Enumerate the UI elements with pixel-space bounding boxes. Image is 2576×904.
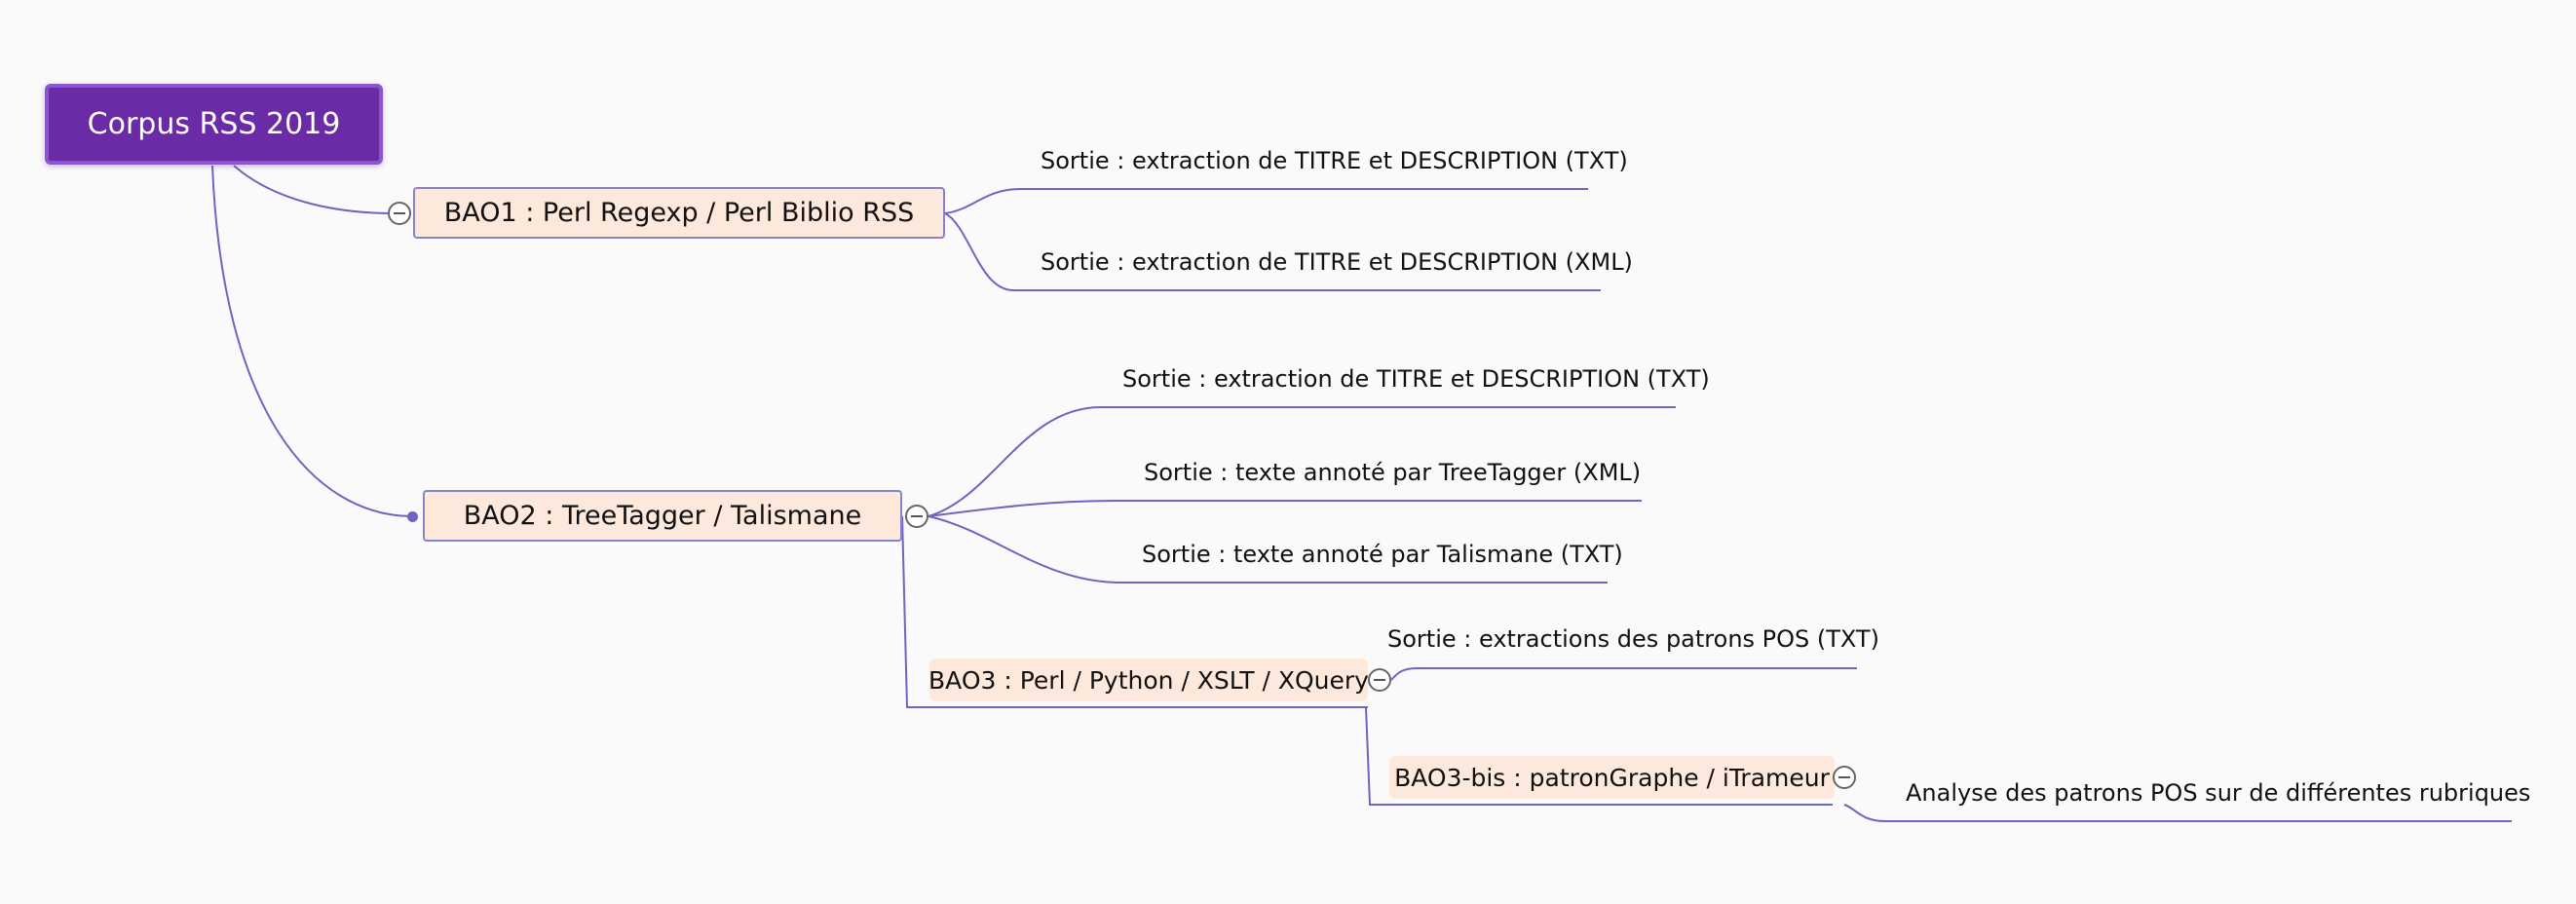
node-bao1-label: BAO1 : Perl Regexp / Perl Biblio RSS bbox=[443, 198, 915, 228]
leaf-bao3bis-analyse[interactable]: Analyse des patrons POS sur de différent… bbox=[1906, 779, 2531, 807]
connector-bao2-leaf2 bbox=[928, 500, 1642, 517]
leaf-bao1-output-xml[interactable]: Sortie : extraction de TITRE et DESCRIPT… bbox=[1041, 248, 1633, 276]
collapse-bao1-icon[interactable] bbox=[388, 202, 411, 225]
collapse-bao3bis-icon[interactable] bbox=[1833, 766, 1856, 789]
connector-dot bbox=[407, 511, 418, 522]
node-bao2-label: BAO2 : TreeTagger / Talismane bbox=[463, 501, 862, 531]
connector-bao3bis-leaf1 bbox=[1843, 804, 2512, 822]
leaf-bao1-output-txt[interactable]: Sortie : extraction de TITRE et DESCRIPT… bbox=[1041, 147, 1628, 174]
node-bao3bis-label: BAO3-bis : patronGraphe / iTrameur bbox=[1394, 763, 1830, 792]
node-bao3-label: BAO3 : Perl / Python / XSLT / XQuery bbox=[928, 665, 1369, 695]
node-bao3[interactable]: BAO3 : Perl / Python / XSLT / XQuery bbox=[928, 659, 1369, 701]
connector-bao2-leaf3 bbox=[928, 515, 1608, 584]
connector-bao3-bao3bis bbox=[1365, 706, 1833, 806]
root-node-label: Corpus RSS 2019 bbox=[87, 107, 341, 141]
node-bao1[interactable]: BAO1 : Perl Regexp / Perl Biblio RSS bbox=[413, 187, 945, 239]
leaf-bao2-talismane-txt[interactable]: Sortie : texte annoté par Talismane (TXT… bbox=[1142, 541, 1623, 568]
collapse-bao2-icon[interactable] bbox=[905, 505, 928, 528]
collapse-bao3-icon[interactable] bbox=[1368, 668, 1391, 692]
connector-root-bao2 bbox=[211, 165, 414, 517]
root-node-corpus[interactable]: Corpus RSS 2019 bbox=[45, 84, 383, 165]
connector-bao3-leaf1 bbox=[1390, 667, 1857, 681]
connector-bao2-bao3 bbox=[901, 515, 1368, 708]
connector-bao1-leaf1 bbox=[944, 188, 1588, 214]
connector-bao1-leaf2 bbox=[944, 212, 1601, 291]
connector-root-bao1 bbox=[233, 165, 389, 214]
node-bao2[interactable]: BAO2 : TreeTagger / Talismane bbox=[423, 490, 902, 542]
node-bao3bis[interactable]: BAO3-bis : patronGraphe / iTrameur bbox=[1389, 756, 1835, 799]
connector-bao2-leaf1 bbox=[928, 406, 1676, 517]
leaf-bao2-treetagger-xml[interactable]: Sortie : texte annoté par TreeTagger (XM… bbox=[1144, 459, 1642, 486]
leaf-bao2-output-txt[interactable]: Sortie : extraction de TITRE et DESCRIPT… bbox=[1122, 365, 1710, 393]
leaf-bao3-patrons-pos[interactable]: Sortie : extractions des patrons POS (TX… bbox=[1387, 625, 1879, 653]
